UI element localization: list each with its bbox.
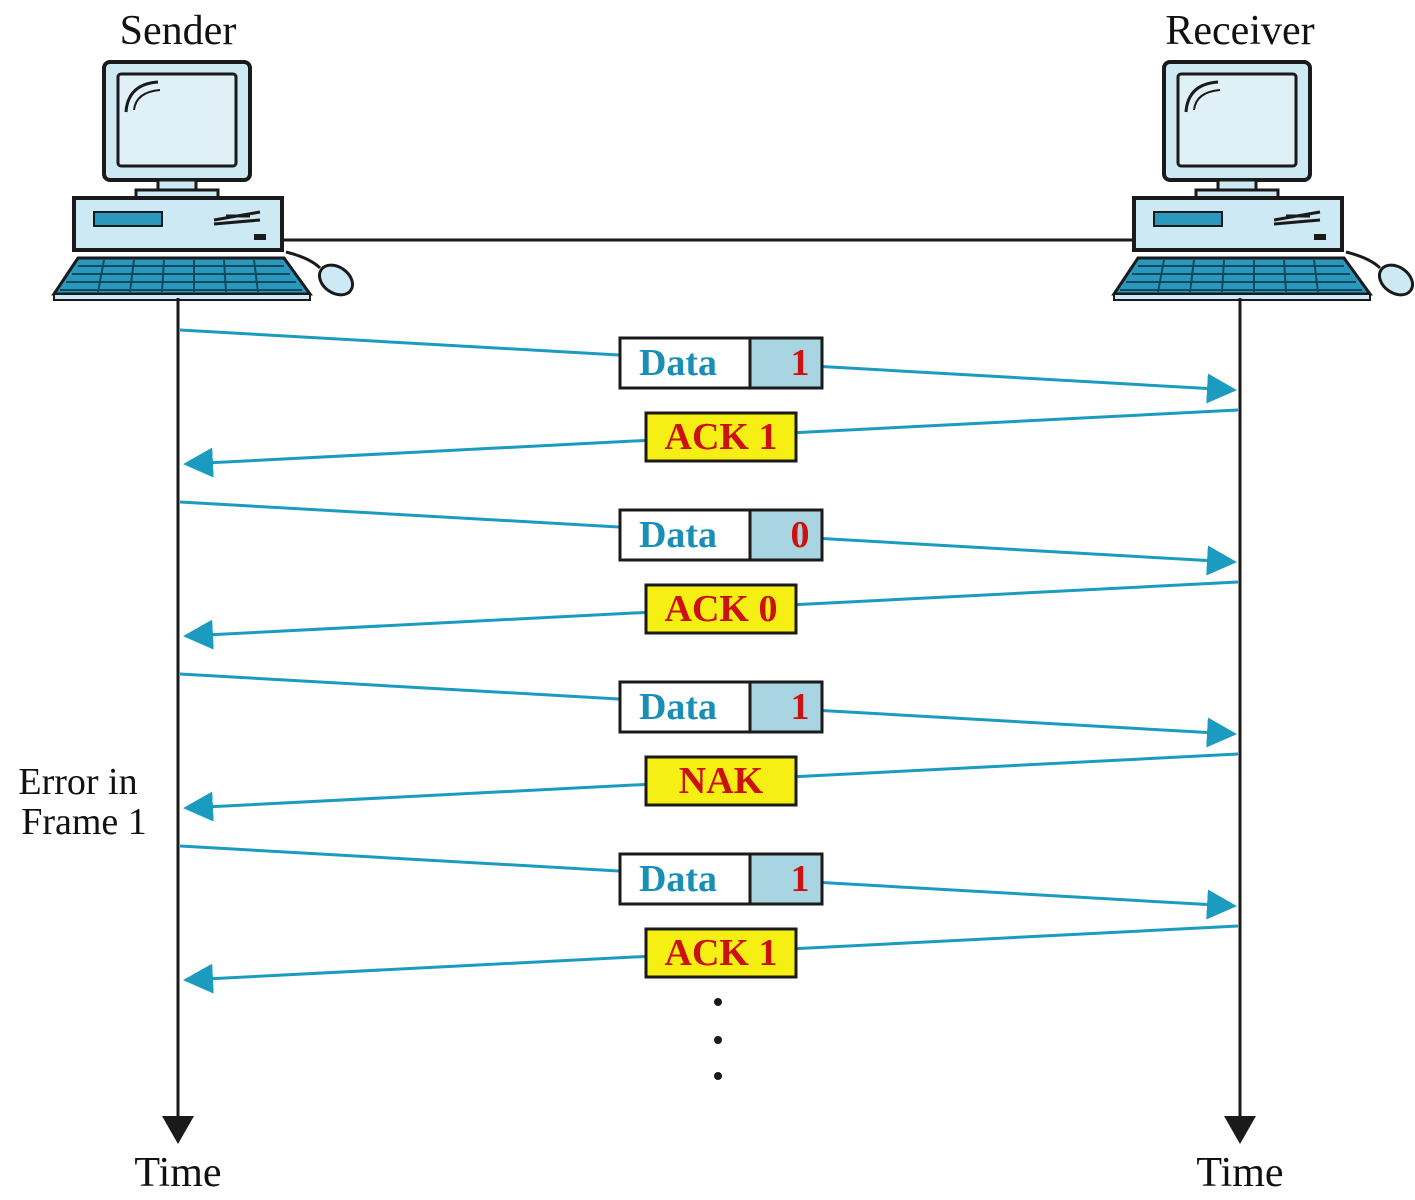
reply-frame-label: NAK <box>679 760 764 802</box>
reply-frame-label: ACK 1 <box>665 932 778 974</box>
sender-computer-icon <box>52 60 361 303</box>
receiver-computer-icon <box>1112 60 1415 303</box>
sequence-number-cell <box>748 852 824 906</box>
sender-time-arrowhead-icon <box>162 1116 194 1144</box>
sender-label: Sender <box>120 8 237 54</box>
reply-frame-box <box>644 755 798 807</box>
sequence-number: 1 <box>791 686 810 728</box>
time-label-receiver: Time <box>1196 1150 1283 1196</box>
sequence-number: 1 <box>791 858 810 900</box>
data-frame-label: Data <box>639 686 717 728</box>
sequence-number: 1 <box>791 342 810 384</box>
continuation-dot <box>714 1036 722 1044</box>
receiver-time-arrowhead-icon <box>1224 1116 1256 1144</box>
data-frame-label: Data <box>639 514 717 556</box>
error-note-line-1: Error in <box>18 761 137 803</box>
receiver-label: Receiver <box>1165 8 1314 54</box>
reply-frame-box <box>644 583 798 635</box>
reply-frame-label: ACK 1 <box>665 416 778 458</box>
sequence-number: 0 <box>791 514 810 556</box>
data-frame-label: Data <box>639 858 717 900</box>
reply-frame-box <box>644 411 798 463</box>
sequence-number-cell <box>748 508 824 562</box>
continuation-dot <box>714 1072 722 1080</box>
continuation-dot <box>714 998 722 1006</box>
data-frame-label: Data <box>639 342 717 384</box>
sequence-number-cell <box>748 336 824 390</box>
error-note-line-2: Frame 1 <box>21 801 147 843</box>
time-label-sender: Time <box>134 1150 221 1196</box>
reply-frame-label: ACK 0 <box>665 588 778 630</box>
reply-frame-box <box>644 927 798 979</box>
sequence-number-cell <box>748 680 824 734</box>
